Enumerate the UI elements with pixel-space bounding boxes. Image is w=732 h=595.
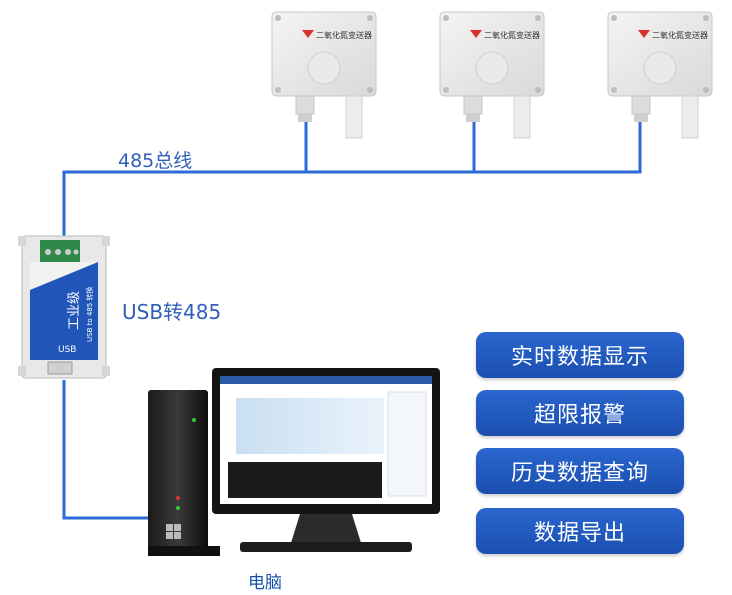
monitor <box>212 368 440 552</box>
feature-over-limit-alarm-button[interactable]: 超限报警 <box>476 390 684 436</box>
usb-cable <box>62 380 150 520</box>
converter-title: 工业级 <box>67 291 82 330</box>
bus-wires <box>62 118 642 520</box>
pc-label: 电脑 <box>248 573 282 593</box>
converter-label: USB转485 <box>122 300 222 324</box>
sensor-title-2: 二氧化氮变送器 <box>484 30 540 40</box>
pc-tower <box>148 390 220 556</box>
usb-485-converter: 工业级 USB to 485 转换 USB <box>18 235 110 379</box>
sensor-device-2: 二氧化氮变送器 <box>439 11 545 139</box>
feature-data-export-button[interactable]: 数据导出 <box>476 508 684 554</box>
bus-wire-sensor-2 <box>306 118 476 174</box>
sensor-title-3: 二氧化氮变送器 <box>652 30 708 40</box>
bus-label: 485总线 <box>118 150 193 172</box>
feature-realtime-display-button[interactable]: 实时数据显示 <box>476 332 684 378</box>
bus-wire-main <box>62 118 308 236</box>
sensor-title-1: 二氧化氮变送器 <box>316 30 372 40</box>
sensor-device-3: 二氧化氮变送器 <box>607 11 713 139</box>
bus-wire-sensor-3 <box>474 118 642 174</box>
sensor-device-1: 二氧化氮变送器 <box>271 11 377 139</box>
feature-history-query-button[interactable]: 历史数据查询 <box>476 448 684 494</box>
converter-subtitle: USB to 485 转换 <box>85 287 94 342</box>
converter-usb-text: USB <box>58 345 76 355</box>
